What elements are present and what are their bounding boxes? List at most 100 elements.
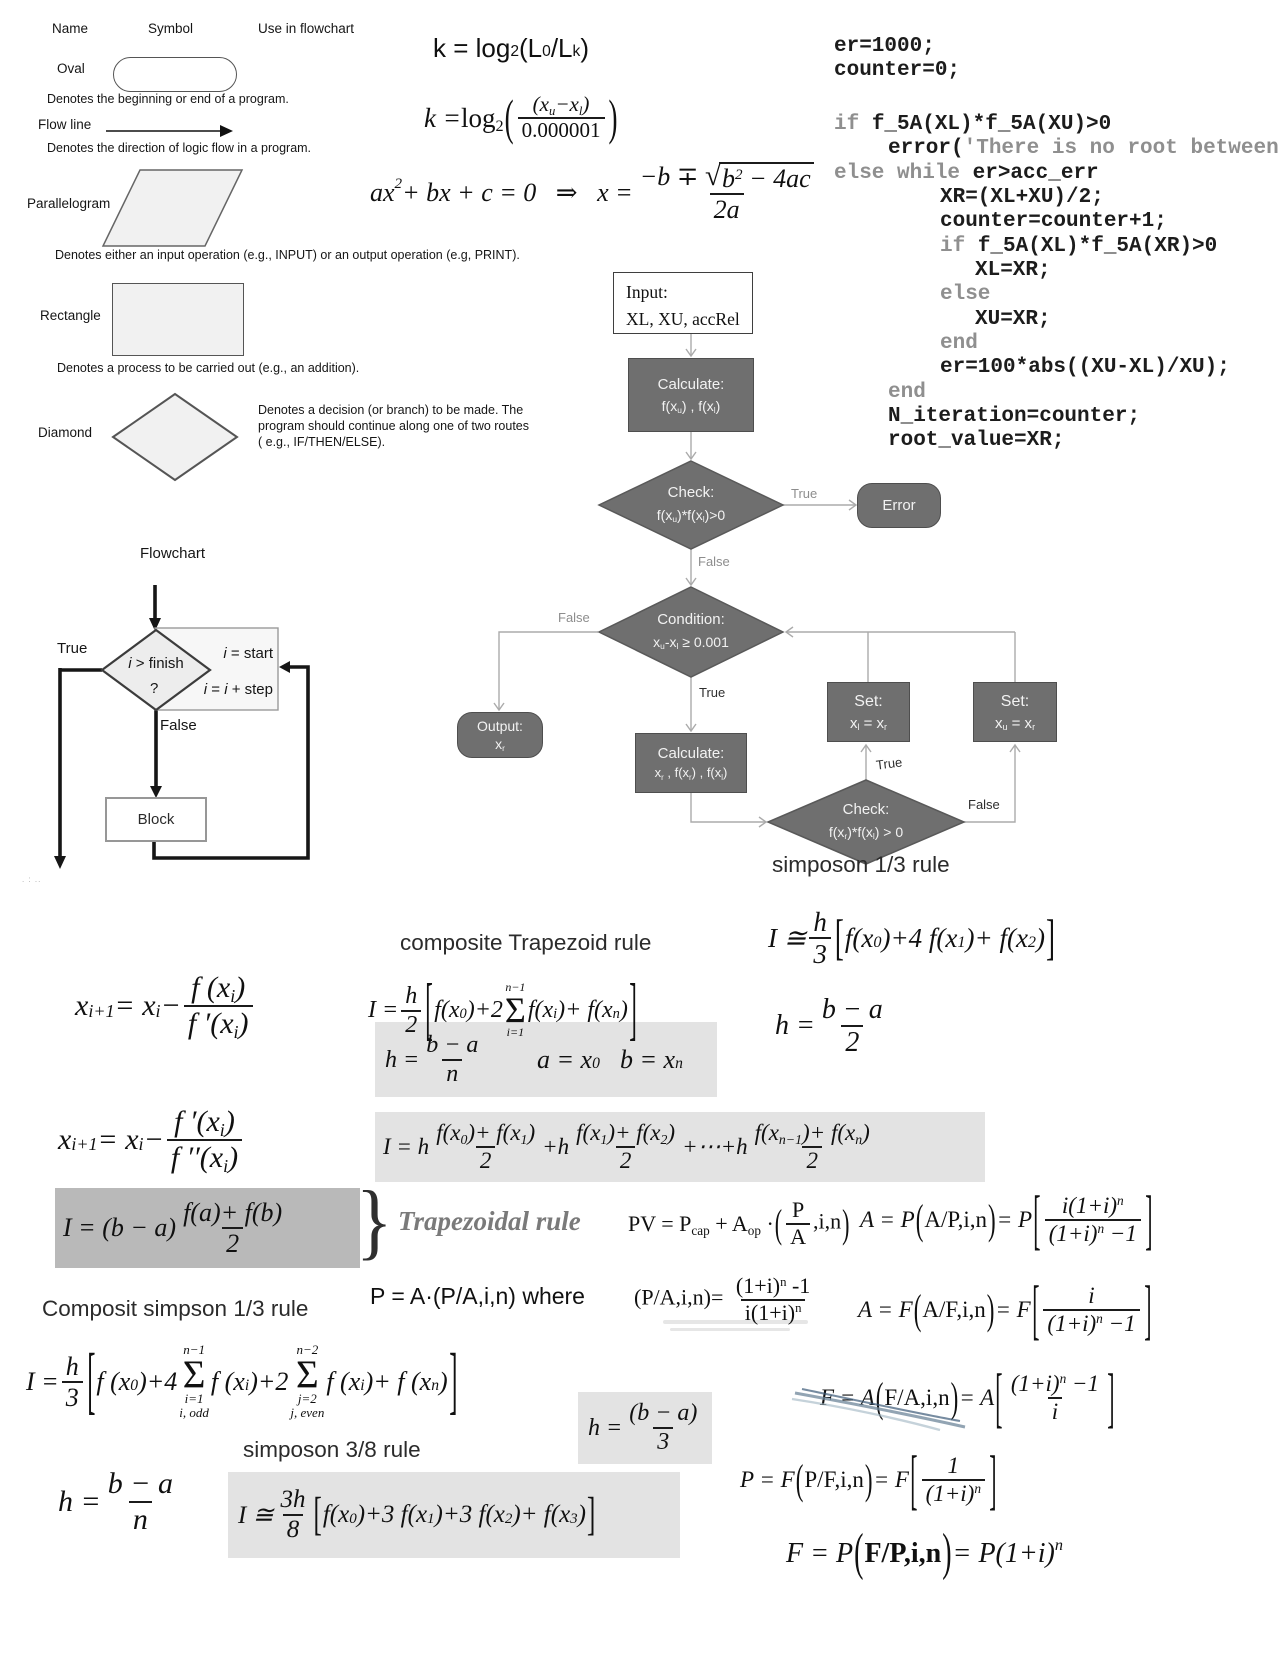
label-true-1: True	[791, 486, 818, 501]
example-diamond-question: ?	[150, 680, 159, 697]
calculate1-node: Calculate: f(xu) , f(xl)	[628, 358, 754, 432]
code-line-14: N_iteration=counter;	[888, 405, 1141, 428]
legend-parallelogram-desc: Denotes either an input operation (e.g.,…	[55, 248, 520, 262]
heading-simpson38: simposon 3/8 rule	[243, 1437, 421, 1462]
gray-box-simpson38	[228, 1472, 680, 1558]
example-false-label: False	[160, 717, 197, 734]
heading-composite-simpson: Composit simpson 1/3 rule	[42, 1296, 309, 1321]
legend-oval-label: Oval	[57, 61, 85, 76]
example-flowchart-arrowheads	[54, 618, 290, 869]
example-corner-mark: . : ..	[22, 875, 42, 884]
legend-oval-desc: Denotes the beginning or end of a progra…	[47, 92, 289, 106]
code-line-4: else while er>acc_err	[834, 162, 1099, 185]
heading-simpson13: simposon 1/3 rule	[772, 852, 950, 877]
calculate1-title: Calculate:	[657, 375, 725, 393]
set1-node: Set: xl = xr	[827, 682, 910, 742]
set2-title: Set:	[1000, 692, 1030, 710]
label-true-3: True	[875, 754, 904, 773]
check2-diamond	[766, 779, 966, 865]
example-diamond-shape	[100, 628, 212, 712]
code-line-1: counter=0;	[834, 59, 961, 82]
set2-body: xu = xr	[994, 714, 1036, 733]
output-body: xr	[495, 736, 505, 754]
code-line-13: end	[888, 381, 926, 404]
set1-title: Set:	[854, 692, 883, 710]
code-line-6: counter=counter+1;	[940, 210, 1167, 233]
input-node-title: Input:	[626, 282, 668, 302]
code-line-10: XU=XR;	[975, 308, 1051, 331]
gray-box-h-definitions	[375, 1022, 717, 1097]
check1-title: Check:	[667, 484, 715, 501]
legend-flowline-desc: Denotes the direction of logic flow in a…	[47, 141, 312, 155]
legend-parallelogram-shape	[101, 169, 244, 247]
check2-body: f(xr)*f(xl) > 0	[828, 823, 904, 841]
formula-f-p: F = P(F/P,i,n)= P(1+i)n	[786, 1524, 1063, 1582]
check1-text: Check: f(xu)*f(xl)>0	[601, 482, 781, 526]
output-title: Output:	[477, 717, 523, 734]
example-step-label: i = i + step	[203, 681, 273, 698]
legend-parallelogram-label: Parallelogram	[27, 196, 111, 211]
formula-k-log2: k = log2 ((xu−xl)0.000001)	[424, 89, 618, 145]
erased-mark-2	[670, 1328, 790, 1331]
label-false-2: False	[558, 610, 590, 625]
condition-diamond	[597, 586, 785, 678]
legend-header-name: Name	[52, 21, 89, 36]
error-node: Error	[857, 483, 941, 528]
pen-scribble	[791, 1388, 966, 1432]
calculate2-title: Calculate:	[657, 744, 725, 762]
label-true-2: True	[699, 685, 726, 700]
formula-p-f: P = F(P/F,i,n)= F[1(1+i)n]	[740, 1443, 997, 1516]
legend-diamond-desc-3: ( e.g., IF/THEN/ELSE).	[258, 435, 386, 449]
check2-title: Check:	[842, 801, 890, 818]
flowchart-title: Flowchart	[140, 545, 206, 562]
legend-oval-shape	[113, 57, 237, 92]
legend-rectangle-desc: Denotes a process to be carried out (e.g…	[57, 361, 360, 375]
check1-body: f(xu)*f(xl)>0	[656, 506, 726, 524]
legend-diamond-shape	[111, 392, 239, 482]
calculate2-node: Calculate: xr , f(xr) , f(xl)	[635, 733, 747, 793]
code-line-0: er=1000;	[834, 35, 935, 58]
legend-diamond-label: Diamond	[38, 425, 93, 440]
example-true-label: True	[57, 640, 88, 657]
trapezoidal-rule-label: Trapezoidal rule	[398, 1206, 581, 1236]
legend-header-symbol: Symbol	[148, 21, 194, 36]
formula-h-3: h = (b − a)3	[588, 1400, 698, 1455]
example-block-node: Block	[105, 797, 207, 842]
code-line-8: XL=XR;	[975, 259, 1051, 282]
label-false-3: False	[968, 797, 1000, 812]
code-line-15: root_value=XR;	[888, 429, 1065, 452]
legend-flowline-arrow	[106, 125, 233, 137]
label-false-1: False	[698, 554, 730, 569]
input-node-body: XL, XU, accRel	[626, 309, 740, 330]
legend-header-use: Use in flowchart	[258, 21, 355, 36]
legend-rectangle-label: Rectangle	[40, 308, 101, 323]
check2-text: Check: f(xr)*f(xl) > 0	[776, 799, 956, 843]
formula-p-a-sans: P = A·(P/A,i,n) where	[370, 1282, 585, 1309]
example-init-label: i = start	[223, 645, 273, 662]
code-line-7: if f_5A(XL)*f_5A(XR)>0	[940, 235, 1218, 258]
set1-body: xl = xr	[849, 714, 888, 733]
formula-a-f: A = F(A/F,i,n)= F[i(1+i)n −1]	[858, 1273, 1152, 1346]
code-line-2: if f_5A(XL)*f_5A(XU)>0	[834, 113, 1112, 136]
gray-box-trapezoidal-rule	[55, 1188, 360, 1268]
condition-text: Condition: xu-xl ≥ 0.001	[601, 609, 781, 653]
set2-node: Set: xu = xr	[973, 682, 1057, 742]
calculate1-body: f(xu) , f(xl)	[661, 397, 721, 416]
legend-diamond-desc-2: program should continue along one of two…	[258, 419, 530, 433]
